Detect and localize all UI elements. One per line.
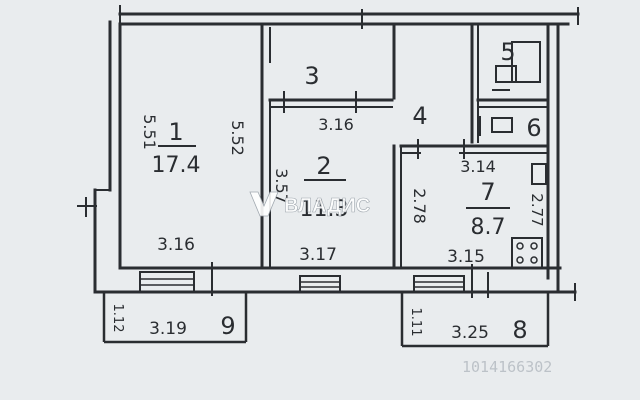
dim-room1-bottom: 3.16 [157,235,195,255]
room-7-area: 8.7 [471,215,506,240]
window-kitchen [413,264,489,298]
fixtures [479,41,547,269]
balcony-9 [102,292,248,344]
dim-room1-right: 5.52 [228,120,247,156]
watermark: ВЛАДИС 1014166302 [249,191,552,376]
dim-kitchen-left: 2.78 [410,188,429,224]
room-5-number: 5 [500,38,515,66]
room-6-number: 6 [526,114,541,142]
room-2-number: 2 [316,152,331,180]
kitchen-sink-fixture [531,163,547,185]
windows [139,262,489,298]
room-2-area: 11.3 [300,197,349,222]
walls [77,5,580,301]
window-room1 [139,262,213,296]
room-7-number: 7 [480,178,495,206]
dim-room2-bottom: 3.17 [299,245,337,265]
stove-fixture [511,237,543,269]
dim-balcony8-width: 3.25 [451,323,489,343]
brand-logo-icon [249,191,279,217]
room-4-number: 4 [412,102,427,130]
dim-kitchen-top: 3.14 [460,157,496,176]
room-labels: 1 17.4 2 11.3 3 4 5 6 7 8.7 8 9 [152,38,542,344]
room-1-number: 1 [168,118,183,146]
listing-code-watermark: 1014166302 [462,358,552,376]
dim-balcony8-depth: 1.11 [408,308,423,337]
balcony-8-number: 8 [512,316,527,344]
dimension-labels: 5.51 5.52 3.16 3.16 3.57 3.17 3.14 2.78 … [110,114,546,343]
balconies [102,292,550,348]
dim-balcony9-width: 3.19 [149,319,187,339]
dim-corridor-width: 3.16 [318,115,354,134]
sink-fixture [479,116,513,136]
balcony-8 [400,292,550,348]
room-1-area: 17.4 [152,153,201,178]
toilet-fixture [492,41,541,91]
balcony-9-number: 9 [220,312,235,340]
brand-watermark-text: ВЛАДИС [284,195,370,217]
dim-balcony9-depth: 1.12 [110,304,125,333]
dim-kitchen-bottom: 3.15 [447,247,485,267]
room-3-number: 3 [304,62,319,90]
dim-room1-left: 5.51 [140,114,159,150]
window-room2 [299,275,341,293]
dim-kitchen-right: 2.77 [528,193,546,226]
